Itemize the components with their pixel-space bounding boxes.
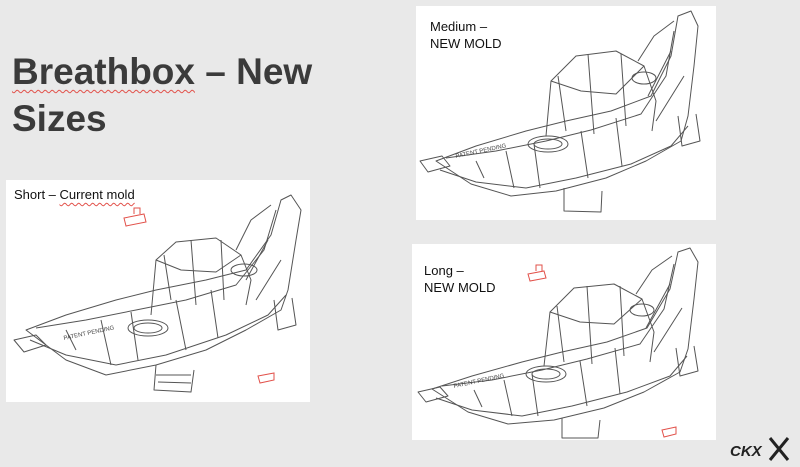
- short-engraving-text: PATENT PENDING: [63, 325, 115, 342]
- ckx-logo-mark: CKX: [730, 437, 790, 461]
- short-panel: PATENT PENDING Short – Current mold: [6, 180, 310, 402]
- ckx-logo-text: CKX: [730, 443, 763, 460]
- long-label-line1: Long –: [424, 263, 464, 278]
- medium-label: Medium – NEW MOLD: [430, 18, 502, 52]
- title-word-sizes: Sizes: [12, 98, 107, 139]
- title-word-new: – New: [194, 51, 313, 92]
- medium-label-line2: NEW MOLD: [430, 36, 502, 51]
- medium-label-line1: Medium –: [430, 19, 488, 34]
- long-label-line2: NEW MOLD: [424, 280, 496, 295]
- medium-breathbox-drawing: PATENT PENDING: [419, 10, 701, 213]
- short-breathbox-drawing: PATENT PENDING: [13, 194, 302, 393]
- long-label: Long – NEW MOLD: [424, 262, 496, 296]
- ckx-logo-icon: CKX: [730, 436, 790, 462]
- title-word-breathbox: Breathbox: [12, 51, 195, 92]
- medium-engraving-text: PATENT PENDING: [455, 143, 507, 160]
- long-breathbox-drawing: PATENT PENDING: [417, 247, 699, 439]
- long-panel: PATENT PENDING Long – NEW MOLD: [412, 244, 716, 440]
- slide-title: Breathbox – New Sizes: [12, 48, 402, 142]
- medium-panel: PATENT PENDING Medium – NEW MOLD: [416, 6, 716, 220]
- long-engraving-text: PATENT PENDING: [453, 373, 505, 390]
- short-label-mold: Current mold: [59, 187, 135, 202]
- short-label-prefix: Short –: [14, 187, 60, 202]
- short-label: Short – Current mold: [14, 186, 135, 203]
